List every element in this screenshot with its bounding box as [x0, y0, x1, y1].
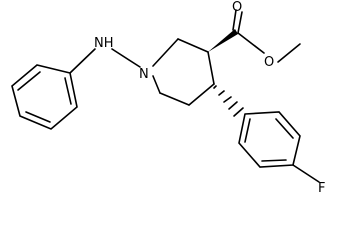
- phenyl-double-bond-1: [17, 71, 41, 91]
- fluorophenyl-double-bond-1: [275, 118, 294, 139]
- hash-1: [213, 85, 217, 89]
- phenyl-double-bond-3: [64, 77, 72, 105]
- carbonyl-double-bond-2: [232, 9, 237, 31]
- bond-c3-c4: [207, 51, 215, 85]
- bond-c-f: [292, 164, 320, 183]
- atom-label-n: N: [139, 67, 149, 82]
- hash-5: [233, 107, 244, 117]
- piperidine-ring: [152, 38, 215, 106]
- bond-nh-n: [111, 48, 141, 68]
- fluorophenyl-double-bond-3: [244, 118, 251, 143]
- bond-phenyl-nh: [69, 48, 96, 74]
- atom-label-nh: NH: [94, 36, 114, 51]
- bond-c-oester: [237, 32, 265, 54]
- bond-c4-c5: [188, 83, 215, 106]
- carbonyl-double-bond-1: [237, 11, 243, 34]
- bond-c5-c6: [159, 92, 190, 106]
- hash-4: [228, 101, 238, 110]
- phenyl-double-bond-2: [25, 111, 51, 123]
- atom-label-o-carbonyl: O: [232, 0, 242, 15]
- ester-group: [232, 9, 301, 63]
- phenyl-ring: [11, 64, 78, 130]
- bond-oester-methyl: [277, 43, 301, 63]
- fluorophenyl-ring: [238, 111, 301, 168]
- hash-2: [218, 90, 225, 96]
- wedge-bond-ester: [208, 29, 238, 52]
- atom-label-f: F: [318, 181, 325, 196]
- fluorophenyl-double-bond-2: [261, 159, 287, 162]
- molecule-structure: NH N O O F: [11, 0, 325, 196]
- bond-c2-c3: [177, 38, 209, 53]
- fluorophenyl-ring-outline: [238, 111, 301, 168]
- molecule-canvas: NH N O O F: [11, 0, 325, 196]
- bond-n-c2: [152, 38, 179, 67]
- bond-c6-n: [152, 75, 161, 94]
- hashed-wedge-bond: [213, 85, 244, 117]
- phenyl-ring-outline: [11, 64, 78, 130]
- hash-3: [223, 96, 232, 103]
- atom-label-o-ester: O: [264, 55, 274, 70]
